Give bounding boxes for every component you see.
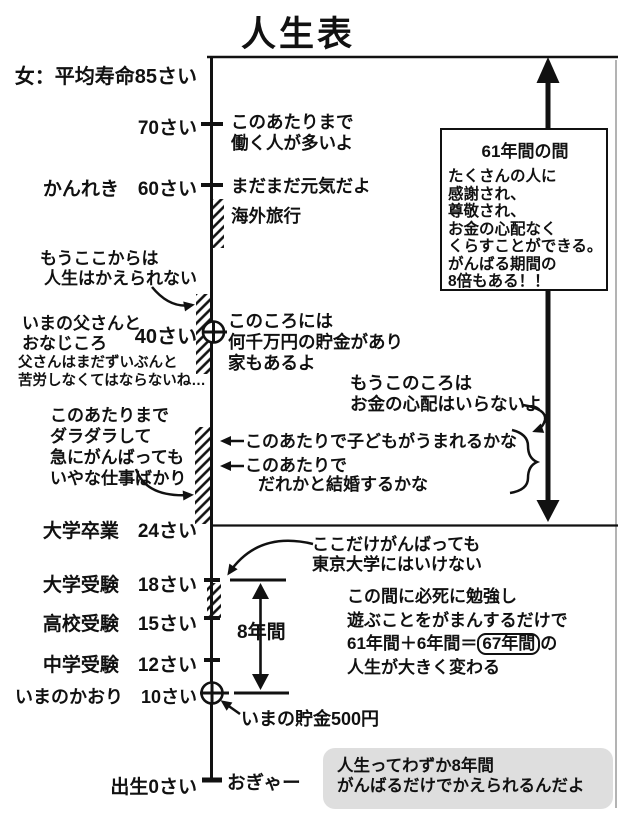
note-no-money-worry-line1: もうこのころは: [350, 373, 472, 393]
age-markers: [200, 320, 229, 705]
hatch-15-18: [207, 583, 221, 618]
tick-label-10: いまのかおり 10さい: [14, 687, 197, 707]
boxed-67-years: 67年間: [477, 633, 541, 656]
curve-arrow-todai: [227, 539, 314, 576]
note-study-line1: この間に必死に勉強し: [347, 587, 517, 606]
61-year-box-line2: 感謝され、: [448, 185, 526, 203]
footer-message-line2: がんばるだけでかえられるんだよ: [337, 776, 585, 795]
tick-marks: [201, 122, 223, 783]
arrow-up-head: [252, 583, 269, 599]
arrow-down-head: [536, 500, 560, 522]
curly-brace: [509, 428, 541, 495]
note-study-line3-post: の: [540, 634, 558, 654]
note-study: この間に必死に勉強し 遊ぶことをがまんするだけで 61年間＋6年間＝67年間の …: [347, 585, 568, 680]
arrow-up-head: [536, 57, 560, 83]
footer-message-line1: 人生ってわずか8年間: [337, 757, 494, 775]
tick-label-85: 女：平均寿命85さい: [14, 66, 197, 88]
61-year-box-line6: がんばる期間の: [448, 255, 557, 273]
note-work-until: このあたりまで 働く人が多いよ: [231, 112, 354, 154]
page-title: 人生表: [240, 15, 355, 54]
note-no-money-worry-line2: お金の心配はいらないよ: [350, 394, 543, 414]
tick-label-24: 大学卒業 24さい: [42, 521, 197, 542]
annotation-arrows: [134, 286, 547, 716]
note-marry-line2: だれかと結婚するかな: [258, 475, 428, 494]
note-work-line1: このあたりまで: [231, 112, 354, 132]
footer-message-box: 人生ってわずか8年間 がんばるだけでかえられるんだよ: [323, 748, 613, 809]
note-father-hard-line1: 父さんはまだずいぶんと: [18, 355, 178, 371]
note-dara-line3: 急にがんばっても: [50, 448, 184, 467]
hatch-20s: [195, 427, 210, 524]
note-todai-line2: 東京大学にはいけない: [312, 554, 482, 574]
note-marry-line1: このあたりで: [245, 456, 347, 475]
61-year-box-line5: くらすことができる。: [448, 238, 603, 255]
tick-label-12: 中学受験 12さい: [42, 655, 197, 676]
note-savings-40: このころには 何千万円の貯金があり 家もあるよ: [228, 311, 403, 374]
note-dara-line1: このあたりまで: [50, 406, 169, 425]
note-study-line4: 人生が大きく変わる: [347, 658, 500, 678]
61-year-box-line3: 尊敬され、: [448, 203, 526, 220]
arrow-savings-now: [220, 700, 241, 716]
note-father-age-line1: いまの父さんと: [22, 314, 141, 333]
note-no-change-line1: もうここからは: [40, 249, 159, 268]
hatch-segments: [195, 199, 224, 618]
tick-label-40: 40さい: [134, 326, 197, 348]
note-no-change: もうここからは 人生はかえられない: [40, 249, 197, 288]
61-year-box-line7: 8倍もある！！: [448, 273, 550, 290]
note-dara-line4: いやな仕事ばかり: [50, 469, 187, 488]
note-marry: このあたりで だれかと結婚するかな: [245, 456, 428, 494]
note-savings-40-line2: 何千万円の貯金があり: [228, 332, 403, 352]
note-child: このあたりで子どもがうまれるかな: [245, 432, 517, 451]
note-study-line3-pre: 61年間＋6年間＝: [347, 634, 478, 654]
note-father-age: いまの父さんと おなじころ: [22, 314, 141, 353]
note-genki: まだまだ元気だよ: [231, 176, 371, 196]
61-year-box: 61年間の間 たくさんの人に 感謝され、 尊敬され、 お金の心配なく くらすこと…: [440, 128, 608, 291]
note-study-line3: 61年間＋6年間＝67年間の: [347, 632, 568, 656]
note-father-hard: 父さんはまだずいぶんと 苦労しなくてはならないね…: [18, 354, 206, 390]
note-dara-line2: ダラダラして: [50, 427, 152, 446]
note-todai: ここだけがんばっても 東京大学にはいけない: [312, 535, 482, 574]
61-year-box-line1: たくさんの人に: [448, 168, 557, 185]
note-savings-40-line1: このころには: [228, 311, 333, 331]
tick-label-0: 出生0さい: [110, 777, 197, 798]
tick-label-60: かんれき 60さい: [42, 179, 197, 200]
note-savings-now: いまの貯金500円: [241, 709, 380, 729]
8-year-arrow: [230, 578, 289, 695]
61-year-box-line4: お金の心配なく: [448, 220, 557, 238]
note-work-line2: 働く人が多いよ: [231, 133, 354, 153]
note-no-money-worry: もうこのころは お金の心配はいらないよ: [350, 373, 542, 415]
hook-arrow-no-worry: [522, 403, 547, 433]
arrow-down-head: [252, 674, 269, 690]
tick-label-70: 70さい: [137, 118, 197, 139]
curve-arrow-dara: [134, 468, 194, 501]
scan-edge-line: [615, 60, 617, 808]
note-study-line2: 遊ぶことをがまんするだけで: [347, 610, 568, 630]
note-father-hard-line2: 苦労しなくてはならないね…: [18, 373, 206, 389]
note-todai-line1: ここだけがんばっても: [312, 535, 481, 554]
note-no-change-line2: 人生はかえられない: [44, 268, 197, 288]
tick-label-18: 大学受験 18さい: [42, 575, 197, 596]
tick-label-15: 高校受験 15さい: [42, 614, 197, 635]
label-8-years: 8年間: [237, 622, 286, 643]
curve-arrow-no-change: [151, 286, 195, 312]
hatch-travel: [212, 199, 224, 248]
note-savings-40-line3: 家もあるよ: [228, 353, 316, 373]
note-father-age-line2: おなじころ: [22, 333, 107, 353]
note-travel: 海外旅行: [231, 206, 301, 226]
61-year-box-title: 61年間の間: [481, 142, 569, 161]
note-birth-cry: おぎゃー: [227, 772, 301, 793]
note-dara: このあたりまで ダラダラして 急にがんばっても いやな仕事ばかり: [50, 405, 186, 489]
